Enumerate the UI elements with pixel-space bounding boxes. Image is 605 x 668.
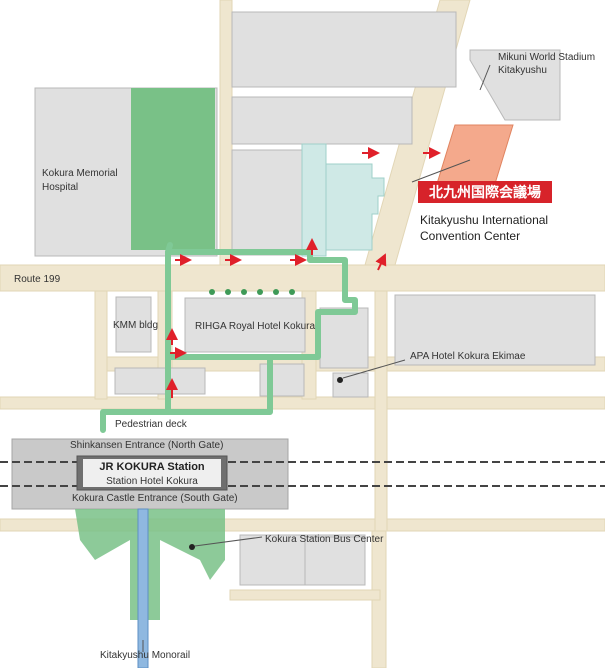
hotel-annex-cyan-left (301, 143, 327, 257)
shinkansen-label: Shinkansen Entrance (North Gate) (70, 440, 223, 451)
direction-arrows (166, 147, 441, 398)
building-south-rihga-mid (259, 363, 305, 397)
hotel-annex-cyan-right (325, 163, 385, 251)
hospital-label-line2: Hospital (42, 182, 78, 193)
building-kmm (115, 296, 152, 353)
tree-icon (225, 289, 231, 295)
jr-station-label: JR KOKURA Station (99, 461, 205, 473)
mikuni-label-line1: Mikuni World Stadium (498, 52, 595, 63)
monorail-line (137, 508, 149, 668)
south-plaza-green (75, 509, 225, 620)
building-apa-annex (319, 307, 369, 369)
mikuni-leader (479, 64, 491, 91)
route199-label: Route 199 (14, 274, 61, 285)
building-north-block (231, 11, 457, 88)
building-south-rihga-left (114, 367, 206, 395)
park-green (131, 88, 215, 250)
bus-stop-icon (189, 536, 263, 550)
pedestrian-link-north (165, 242, 173, 255)
building-rihga (184, 297, 306, 353)
apa-label: APA Hotel Kokura Ekimae (410, 351, 526, 362)
monorail-label: Kitakyushu Monorail (100, 650, 190, 661)
tree-row (209, 289, 295, 295)
convention-leader (411, 159, 471, 183)
castle-entrance-label: Kokura Castle Entrance (South Gate) (72, 493, 238, 504)
convention-ja-label: 北九州国際会議場 (429, 184, 541, 201)
building-hotel-annex-left (231, 149, 303, 256)
road-north-vertical (219, 0, 233, 266)
red-direction-arrow (375, 253, 387, 271)
convention-sign (418, 181, 552, 203)
south-plaza (75, 509, 225, 620)
monorail-track (137, 508, 149, 668)
building-south-small (304, 536, 366, 586)
kmm-label: KMM bldg (113, 320, 158, 331)
tree-icon (273, 289, 279, 295)
route-199-road (0, 264, 605, 292)
road-west (94, 290, 108, 400)
tree-icon (209, 289, 215, 295)
building-apa (332, 372, 369, 398)
jr-station-label-box (83, 459, 221, 487)
building-east-block (394, 294, 596, 366)
apa-hotel-marker-icon (337, 359, 406, 383)
station-hotel-label: Station Hotel Kokura (106, 476, 198, 487)
buildings (34, 11, 596, 586)
tree-icon (241, 289, 247, 295)
rihga-label: RIHGA Royal Hotel Kokura (195, 321, 315, 332)
road-south-small (229, 589, 381, 601)
tree-icon (257, 289, 263, 295)
road-east-vertical (374, 290, 388, 532)
building-north-mid (231, 96, 413, 145)
convention-en-label-line1: Kitakyushu International (420, 213, 548, 227)
convention-en-label-line2: Convention Center (420, 229, 520, 243)
mikuni-label-line2: Kitakyushu (498, 65, 547, 76)
bus-center-label: Kokura Station Bus Center (265, 534, 384, 545)
building-stadium (469, 49, 561, 121)
pedestrian-deck-label: Pedestrian deck (115, 419, 188, 430)
tree-icon (289, 289, 295, 295)
hospital-label-line1: Kokura Memorial (42, 168, 118, 179)
